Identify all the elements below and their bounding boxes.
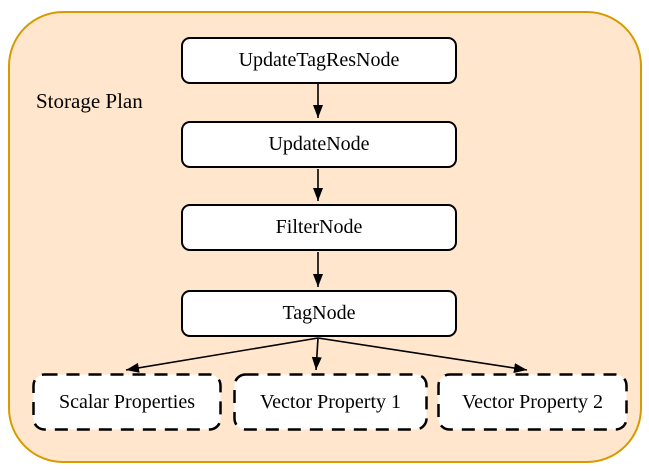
leaf-node-label: Vector Property 2 [461, 390, 604, 413]
flow-node-filter-node: FilterNode [181, 204, 457, 251]
leaf-node-vector-property-2: Vector Property 2 [437, 373, 628, 431]
flow-node-tag-node: TagNode [181, 290, 457, 337]
leaf-node-label: Vector Property 1 [259, 390, 402, 413]
leaf-node-label: Scalar Properties [58, 390, 196, 413]
flow-node-update-node: UpdateNode [181, 121, 457, 168]
leaf-node-vector-property-1: Vector Property 1 [233, 373, 428, 431]
leaf-node-scalar-properties: Scalar Properties [32, 373, 222, 431]
storage-plan-label: Storage Plan [36, 89, 143, 113]
flow-node-update-tag-res-node: UpdateTagResNode [181, 37, 457, 84]
